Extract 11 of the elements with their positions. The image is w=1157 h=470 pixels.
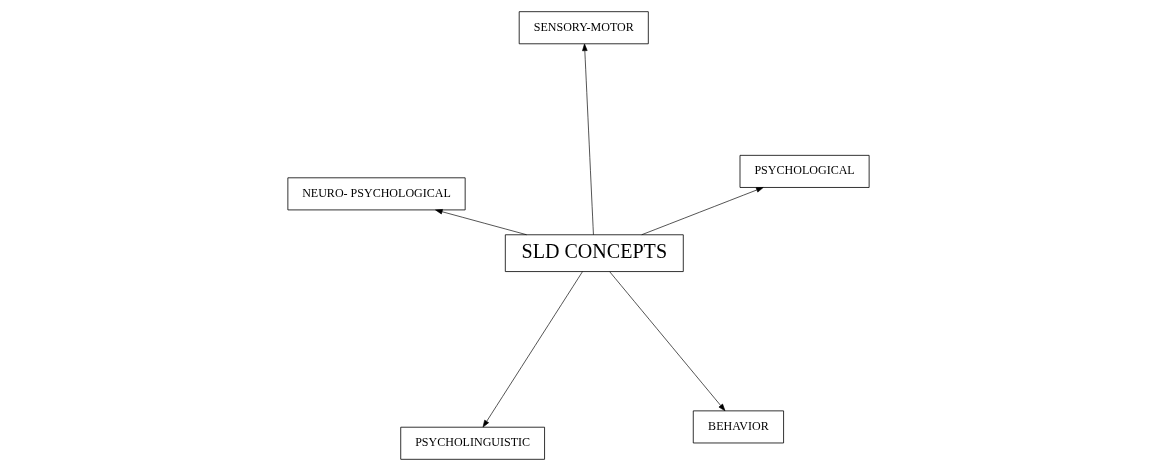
node-box: PSYCHOLOGICAL [739,154,870,188]
arrow [482,270,583,427]
node-box: BEHAVIOR [692,409,784,443]
node-box: NEURO- PSYCHOLOGICAL [287,176,466,210]
node-box: SENSORY-MOTOR [518,10,649,44]
arrow [582,43,594,235]
arrow [609,270,726,411]
arrow [435,208,527,235]
node-box: SLD CONCEPTS [504,233,684,272]
node-box: PSYCHOLINGUISTIC [400,426,545,460]
arrow [641,186,764,235]
